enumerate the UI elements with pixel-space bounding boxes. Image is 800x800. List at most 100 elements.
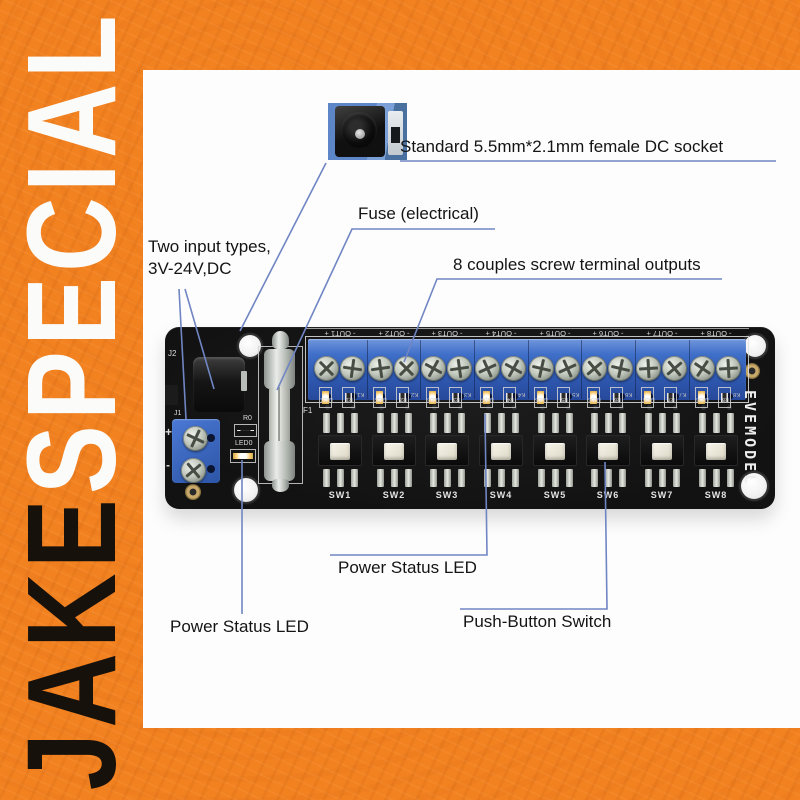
silkscreen-out-label: - OUT6 + xyxy=(592,329,624,338)
input-terminal-screw-1 xyxy=(183,426,208,451)
silkscreen-k-label: K6 xyxy=(625,391,633,397)
terminal-screw-right xyxy=(501,356,526,381)
resistor-3: R3 xyxy=(449,387,462,408)
switch-pin-bottom xyxy=(551,469,559,487)
screw-slot xyxy=(606,354,636,384)
push-button-switch-button xyxy=(598,443,618,460)
status-led-5: LED5 xyxy=(534,387,548,408)
terminal-wire-hole xyxy=(349,392,357,400)
switch-pin-bottom xyxy=(672,469,680,487)
label-input-types: Two input types, 3V-24V,DC xyxy=(148,236,271,280)
silkscreen-r0: R0 xyxy=(243,415,252,422)
screw-slot xyxy=(417,352,451,386)
terminal-screw-left xyxy=(529,356,554,381)
mounting-hole-top-right xyxy=(744,335,766,357)
status-led-smd xyxy=(483,391,490,404)
silkscreen-res-label: R3 xyxy=(453,396,460,402)
status-led-smd xyxy=(537,391,544,404)
status-led-smd xyxy=(376,391,383,404)
status-led-4: LED4 xyxy=(480,387,494,408)
label-input-types-line1: Two input types, xyxy=(148,237,271,256)
switch-pin-bottom xyxy=(590,469,598,487)
switch-pin-bottom xyxy=(390,469,398,487)
resistor-8: R8 xyxy=(718,387,731,408)
silkscreen-sw-label: SW5 xyxy=(543,490,567,500)
silkscreen-out-label: - OUT8 + xyxy=(700,329,732,338)
terminal-screw-right xyxy=(716,356,741,381)
mounting-hole-top-left xyxy=(239,335,261,357)
silkscreen-led-label: LED5 xyxy=(535,396,548,402)
push-button-switch-button xyxy=(652,443,672,460)
switch-pin-bottom xyxy=(726,469,734,487)
brand-word-jake: JAKE xyxy=(0,493,142,791)
resistor-smd xyxy=(399,393,406,402)
switch-pin-top xyxy=(658,413,666,433)
dc-jack-contact xyxy=(241,371,247,391)
dc-jack-tab xyxy=(165,385,178,405)
switch-pin-bottom xyxy=(376,469,384,487)
switch-pin-top xyxy=(350,413,358,433)
silkscreen-k-label: K2 xyxy=(411,391,419,397)
status-led-6: LED6 xyxy=(587,387,601,408)
dc-socket-photo-pin xyxy=(355,129,365,139)
switch-pin-bottom xyxy=(511,469,519,487)
dc-socket-photo xyxy=(328,103,407,160)
push-button-switch-button xyxy=(706,443,726,460)
resistor-smd xyxy=(506,393,513,402)
silkscreen-led-label: LED1 xyxy=(320,396,333,402)
switch-pin-top xyxy=(429,413,437,433)
silkscreen-out-label: - OUT7 + xyxy=(646,329,678,338)
switch-pin-bottom xyxy=(565,469,573,487)
switch-pin-bottom xyxy=(658,469,666,487)
status-led-smd xyxy=(698,391,705,404)
switch-pin-bottom xyxy=(457,469,465,487)
silkscreen-sw-label: SW2 xyxy=(382,490,406,500)
switch-pin-top xyxy=(712,413,720,433)
resistor-smd xyxy=(560,393,567,402)
terminal-wire-hole xyxy=(403,392,411,400)
silkscreen-f1: F1 xyxy=(303,406,313,415)
board-brand-text: EVEMODEL xyxy=(741,389,759,487)
power-status-led0-smd xyxy=(233,453,253,459)
terminal-wire-hole xyxy=(510,392,518,400)
switch-pin-top xyxy=(497,413,505,433)
switch-pin-top xyxy=(390,413,398,433)
mounting-hole-bottom-right xyxy=(741,473,767,499)
silkscreen-sw-label: SW4 xyxy=(489,490,513,500)
silkscreen-led-label: LED4 xyxy=(481,396,494,402)
input-terminal-screw-2 xyxy=(181,458,206,483)
terminal-wire-hole xyxy=(617,392,625,400)
silkscreen-led-label: LED6 xyxy=(588,396,601,402)
label-input-types-line2: 3V-24V,DC xyxy=(148,259,232,278)
silkscreen-res-label: R2 xyxy=(400,396,407,402)
silkscreen-sw-label: SW7 xyxy=(650,490,674,500)
resistor-5: R5 xyxy=(557,387,570,408)
switch-pin-top xyxy=(537,413,545,433)
switch-pin-top xyxy=(698,413,706,433)
terminal-screw-right xyxy=(447,356,472,381)
resistor-smd xyxy=(721,393,728,402)
terminal-wire-hole xyxy=(564,392,572,400)
switch-pin-top xyxy=(590,413,598,433)
push-button-switch-button xyxy=(330,443,350,460)
switch-pin-bottom xyxy=(443,469,451,487)
silkscreen-k-label: K8 xyxy=(733,391,741,397)
resistor-4: R4 xyxy=(503,387,516,408)
switch-pin-top xyxy=(672,413,680,433)
push-button-switch-button xyxy=(545,443,565,460)
status-led-7: LED7 xyxy=(641,387,655,408)
silkscreen-sw-label: SW3 xyxy=(435,490,459,500)
solder-pad-left xyxy=(185,484,201,500)
push-button-switch-button xyxy=(437,443,457,460)
power-status-led0 xyxy=(230,449,256,463)
label-fuse: Fuse (electrical) xyxy=(358,204,479,223)
status-led-smd xyxy=(590,391,597,404)
terminal-screw-right xyxy=(394,356,419,381)
mounting-hole-bottom-left xyxy=(234,478,258,502)
